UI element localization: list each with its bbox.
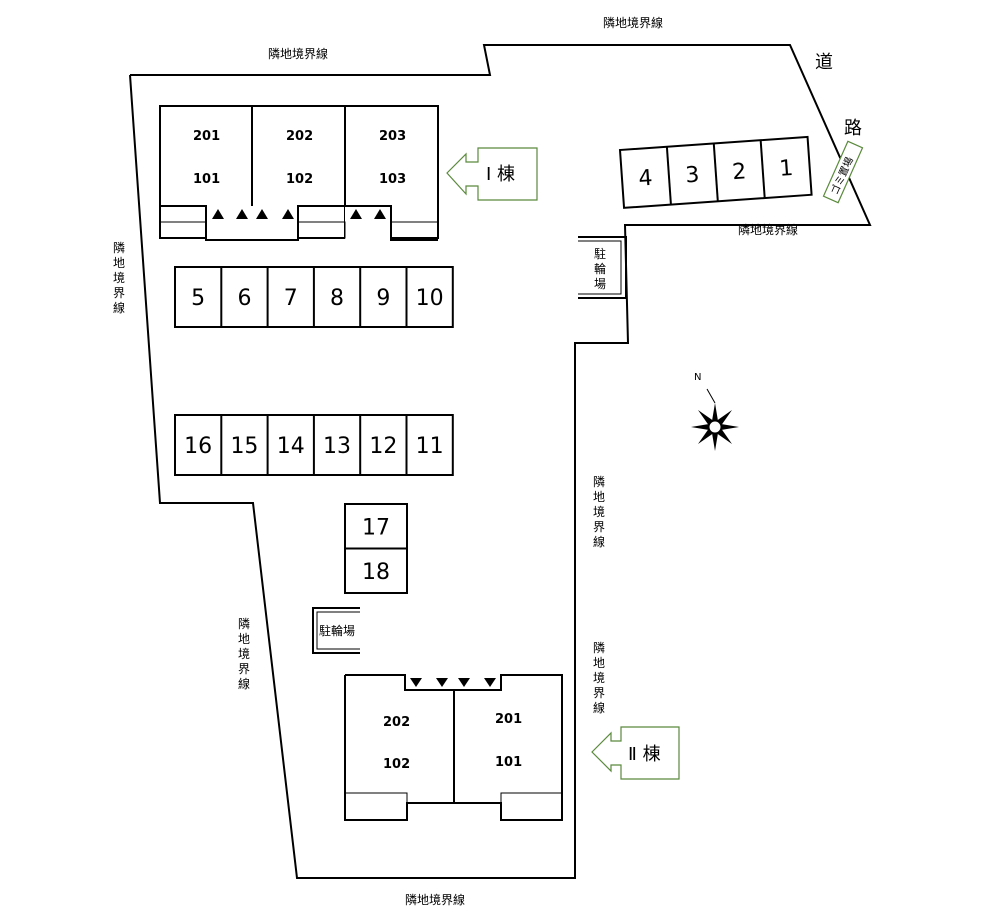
parking-space-10: 10 — [416, 286, 444, 311]
boundary-char: 境 — [593, 670, 605, 685]
boundary-char: 境 — [113, 270, 125, 285]
road-label-1: 道 — [815, 52, 833, 73]
unit-103: 103 — [379, 172, 406, 187]
parking-space-3: 3 — [685, 163, 701, 189]
parking-space-6: 6 — [237, 286, 251, 311]
b2-unit-102: 102 — [383, 757, 410, 772]
boundary-label-right-mid-vertical: 隣地境界線 — [593, 474, 605, 549]
parking-row-16-11: 16 15 14 13 12 11 — [174, 414, 454, 476]
parking-space-11: 11 — [416, 434, 444, 459]
boundary-char: 地 — [593, 490, 605, 504]
boundary-char: 界 — [113, 286, 125, 300]
parking-space-1: 1 — [778, 156, 794, 182]
boundary-char: 地 — [593, 656, 605, 670]
boundary-char: 隣 — [593, 474, 605, 489]
bike-parking-char-2: 輪 — [594, 261, 606, 276]
parking-row-5-10: 5 6 7 8 9 10 — [174, 266, 454, 328]
boundary-char: 隣 — [238, 616, 250, 631]
parking-space-12: 12 — [369, 434, 397, 459]
parking-top-right: 4 3 2 1 — [618, 135, 813, 209]
property-boundary — [129, 44, 872, 879]
boundary-label-bottom: 隣地境界線 — [405, 892, 465, 907]
boundary-label-top-left: 隣地境界線 — [268, 46, 328, 61]
road-label-2: 路 — [844, 118, 862, 139]
boundary-char: 隣 — [593, 640, 605, 655]
stair-markers-1 — [212, 209, 386, 219]
parking-space-2: 2 — [731, 159, 747, 185]
unit-102: 102 — [286, 172, 313, 187]
parking-space-13: 13 — [323, 434, 351, 459]
building-1-tag-label: Ⅰ 棟 — [486, 164, 515, 185]
boundary-char: 線 — [593, 534, 605, 549]
b2-unit-101: 101 — [495, 755, 522, 770]
building-1-tag: Ⅰ 棟 — [446, 147, 538, 201]
boundary-char: 地 — [238, 632, 250, 646]
boundary-label-right-low-vertical: 隣地境界線 — [593, 640, 605, 715]
north-compass-icon — [691, 388, 739, 451]
unit-201: 201 — [193, 129, 220, 144]
b2-unit-201: 201 — [495, 712, 522, 727]
boundary-char: 界 — [593, 686, 605, 700]
parking-space-5: 5 — [191, 286, 205, 311]
parking-space-16: 16 — [184, 434, 212, 459]
bike-parking-bottom: 駐輪場 — [312, 607, 360, 654]
boundary-char: 界 — [238, 662, 250, 676]
boundary-label-left-vertical: 隣地境界線 — [113, 240, 125, 315]
boundary-char: 線 — [113, 300, 125, 315]
building-2-tag: Ⅱ 棟 — [591, 726, 680, 780]
parking-space-8: 8 — [330, 286, 344, 311]
boundary-label-mid-left-vertical: 隣地境界線 — [238, 616, 250, 691]
bike-parking-top: 駐 輪 場 — [578, 236, 627, 299]
boundary-char: 隣 — [113, 240, 125, 255]
boundary-char: 線 — [238, 676, 250, 691]
parking-space-7: 7 — [284, 286, 298, 311]
bike-parking-char-1: 駐 — [594, 246, 606, 261]
unit-202: 202 — [286, 129, 313, 144]
boundary-char: 境 — [593, 504, 605, 519]
parking-top-right-slots: 4 3 2 1 — [618, 135, 813, 209]
boundary-char: 線 — [593, 700, 605, 715]
building-2-tag-label: Ⅱ 棟 — [628, 744, 661, 765]
building-1: 201 101 202 102 203 103 — [159, 105, 439, 241]
parking-space-18: 18 — [362, 560, 390, 585]
parking-space-9: 9 — [376, 286, 390, 311]
boundary-char: 境 — [238, 646, 250, 661]
north-label: N — [694, 372, 701, 383]
parking-space-17: 17 — [362, 515, 390, 540]
boundary-label-right-upper: 隣地境界線 — [738, 222, 798, 237]
unit-101: 101 — [193, 172, 220, 187]
stair-markers-2 — [410, 678, 496, 687]
parking-space-15: 15 — [230, 434, 258, 459]
building-2: 202 102 201 101 — [344, 674, 563, 821]
b2-unit-202: 202 — [383, 715, 410, 730]
bike-parking-bottom-label: 駐輪場 — [319, 623, 355, 638]
boundary-label-top-right: 隣地境界線 — [603, 15, 663, 30]
parking-space-14: 14 — [277, 434, 305, 459]
parking-space-4: 4 — [638, 166, 654, 192]
boundary-char: 地 — [113, 256, 125, 270]
unit-203: 203 — [379, 129, 406, 144]
boundary-char: 界 — [593, 520, 605, 534]
bike-parking-char-3: 場 — [594, 277, 606, 291]
